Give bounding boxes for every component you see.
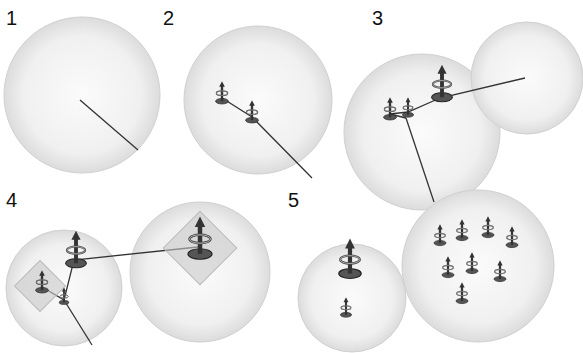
sphere xyxy=(298,244,406,352)
panel-number: 1 xyxy=(6,8,17,28)
sphere xyxy=(471,22,583,134)
panel-number: 4 xyxy=(6,190,17,210)
spin-symbol xyxy=(434,224,446,245)
spin-symbol xyxy=(442,256,454,277)
sphere xyxy=(184,26,332,174)
sphere xyxy=(6,230,122,346)
connection-line xyxy=(222,98,312,178)
spin-symbol xyxy=(456,219,468,240)
spin-symbol xyxy=(466,252,478,273)
spin-symbol xyxy=(384,97,397,120)
spin-symbol xyxy=(59,287,69,304)
panel-number: 2 xyxy=(163,8,174,28)
spin-symbol xyxy=(66,231,87,268)
spin-symbol xyxy=(482,216,494,237)
panel-number: 3 xyxy=(372,8,383,28)
spin-symbol xyxy=(188,217,212,260)
connection-line xyxy=(64,300,92,345)
spin-symbol xyxy=(339,239,361,279)
connection-line xyxy=(406,118,434,202)
spin-symbol xyxy=(402,97,413,117)
spin-symbol xyxy=(216,81,229,104)
spin-symbol xyxy=(340,297,351,317)
diamond-field xyxy=(163,211,237,285)
spin-symbol xyxy=(456,282,468,303)
panel-number: 5 xyxy=(288,190,299,210)
spin-symbol xyxy=(246,100,259,123)
spin-symbol xyxy=(36,270,49,293)
sphere xyxy=(4,17,160,173)
spin-symbol xyxy=(432,65,453,102)
connection-line xyxy=(390,78,525,114)
spin-symbol xyxy=(494,260,506,281)
spin-symbol xyxy=(506,226,518,247)
diamond-field xyxy=(15,261,66,312)
connection-line xyxy=(80,100,138,150)
sphere xyxy=(402,190,554,342)
sphere xyxy=(130,202,270,342)
